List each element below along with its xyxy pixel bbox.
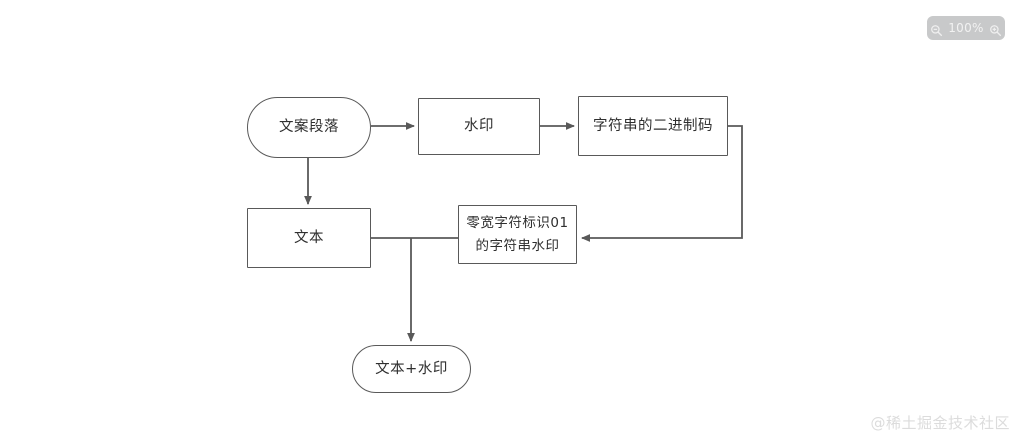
node-zero-width-watermark-label: 零宽字符标识01 的字符串水印 (466, 215, 569, 254)
magnifier-plus-icon[interactable] (989, 22, 1002, 36)
magnifier-minus-icon[interactable] (930, 22, 943, 36)
node-text[interactable]: 文本 (247, 208, 371, 268)
node-copy-paragraph-label: 文案段落 (279, 119, 339, 136)
node-watermark[interactable]: 水印 (418, 98, 540, 155)
node-text-label: 文本 (294, 229, 324, 246)
node-zero-width-watermark[interactable]: 零宽字符标识01 的字符串水印 (458, 205, 577, 264)
edge-binary-code-to-zw-watermark (581, 125, 743, 242)
zoom-level-label: 100% (948, 21, 984, 35)
node-copy-paragraph[interactable]: 文案段落 (247, 97, 371, 158)
node-binary-code-label: 字符串的二进制码 (593, 117, 713, 134)
zoom-control[interactable]: 100% (927, 16, 1005, 40)
node-text-plus-watermark[interactable]: 文本+水印 (352, 345, 471, 393)
site-watermark: @稀土掘金技术社区 (870, 414, 1010, 432)
node-text-plus-watermark-label: 文本+水印 (375, 360, 448, 377)
node-watermark-label: 水印 (464, 118, 494, 135)
node-binary-code[interactable]: 字符串的二进制码 (578, 96, 728, 156)
